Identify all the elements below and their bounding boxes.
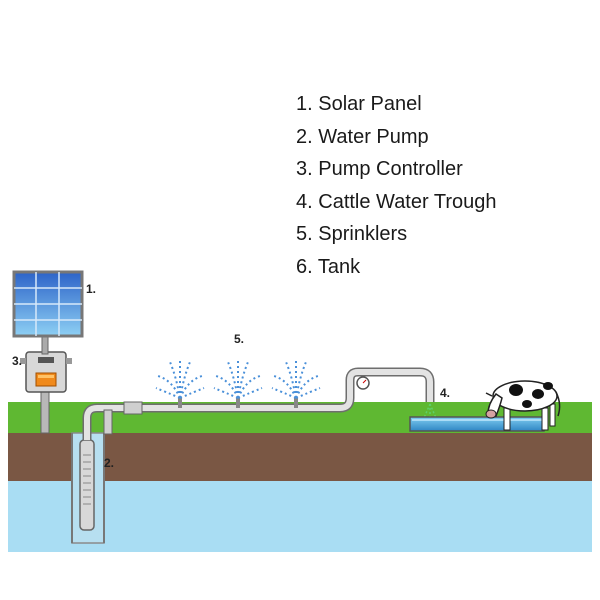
legend-number: 3.: [296, 158, 313, 180]
sprinkler-1: [155, 360, 205, 408]
legend-text: Pump Controller: [318, 158, 463, 180]
cow: [485, 380, 561, 431]
legend-number: 4.: [296, 190, 313, 213]
callout-pump-controller: 3.: [12, 354, 23, 368]
soil-layer: [8, 433, 592, 481]
controller-post: [40, 389, 50, 434]
component-legend: 1. Solar Panel 2. Water Pump 3. Pump Con…: [296, 88, 496, 283]
callout-trough: 4.: [440, 386, 451, 400]
solar-panel-pole: [41, 335, 49, 355]
outlet-spray: [423, 403, 437, 419]
legend-item-solar-panel: 1. Solar Panel: [296, 88, 496, 121]
legend-item-water-pump: 2. Water Pump: [296, 121, 496, 154]
cattle-water-trough: [409, 416, 545, 432]
legend-number: 1.: [296, 93, 313, 115]
legend-number: 5.: [296, 223, 313, 245]
callout-solar-panel: 1.: [86, 282, 97, 296]
callout-water-pump: 2.: [104, 456, 115, 470]
callout-sprinklers: 5.: [234, 332, 245, 346]
legend-text: Water Pump: [318, 125, 429, 148]
legend-number: 6.: [296, 255, 313, 278]
legend-text: Sprinklers: [318, 223, 408, 245]
solar-panel: [12, 270, 84, 338]
legend-text: Cattle Water Trough: [318, 190, 497, 213]
water-tank-layer: [8, 481, 592, 552]
legend-item-pump-controller: 3. Pump Controller: [296, 153, 496, 186]
legend-text: Solar Panel: [318, 93, 422, 115]
sprinkler-2: [213, 360, 263, 408]
sprinkler-3: [271, 360, 321, 408]
legend-text: Tank: [317, 255, 361, 278]
legend-item-tank: 6. Tank: [296, 251, 496, 284]
pipe-coupling: [123, 401, 143, 415]
pressure-gauge: [356, 376, 370, 390]
pump-controller: [20, 351, 72, 393]
water-pump: [79, 439, 95, 531]
legend-item-sprinklers: 5. Sprinklers: [296, 218, 496, 251]
legend-item-cattle-water-trough: 4. Cattle Water Trough: [296, 186, 496, 219]
pipe-support: [103, 409, 113, 435]
legend-number: 2.: [296, 125, 313, 148]
